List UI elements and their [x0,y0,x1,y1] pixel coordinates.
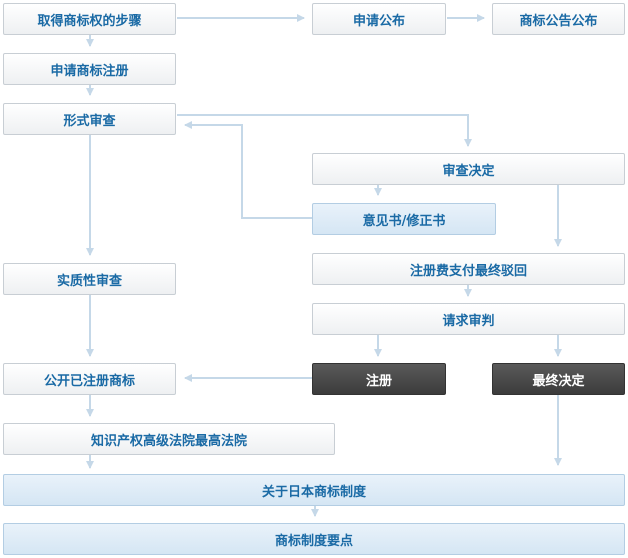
node-register[interactable]: 注册 [312,363,446,395]
node-gazette[interactable]: 商标公告公布 [492,3,625,35]
node-apply[interactable]: 申请商标注册 [3,53,176,85]
node-opinion[interactable]: 意见书/修正书 [312,203,496,235]
node-substantive-exam[interactable]: 实质性审查 [3,263,176,295]
node-steps[interactable]: 取得商标权的步骤 [3,3,176,35]
node-appeal[interactable]: 请求审判 [312,303,625,335]
node-publish-registered[interactable]: 公开已注册商标 [3,363,176,395]
node-court[interactable]: 知识产权高级法院最高法院 [3,423,335,455]
node-exam-decision[interactable]: 审查决定 [312,153,625,185]
node-formal-exam[interactable]: 形式审查 [3,103,176,135]
node-apply-publish[interactable]: 申请公布 [312,3,446,35]
node-final-decision[interactable]: 最终决定 [492,363,625,395]
node-essentials[interactable]: 商标制度要点 [3,523,625,555]
node-about-system[interactable]: 关于日本商标制度 [3,474,625,506]
node-final-refusal[interactable]: 注册费支付最终驳回 [312,253,625,285]
